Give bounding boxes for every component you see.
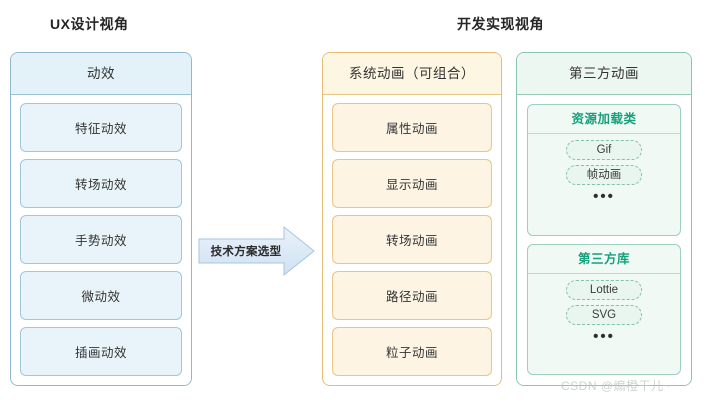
subpanel-third-party-library-body: Lottie SVG ••• (528, 274, 680, 375)
ux-perspective-title: UX设计视角 (50, 16, 129, 32)
pill-gif[interactable]: Gif (566, 140, 642, 160)
pill-frame-animation[interactable]: 帧动画 (566, 165, 642, 185)
panel-ux-motion: 动效 特征动效 转场动效 手势动效 微动效 插画动效 (10, 52, 192, 386)
panel-third-party-animation-header: 第三方动画 (517, 53, 691, 95)
panel-system-animation: 系统动画（可组合） 属性动画 显示动画 转场动画 路径动画 粒子动画 (322, 52, 502, 386)
arrow-label: 技术方案选型 (210, 246, 282, 258)
card-system-item-3[interactable]: 转场动画 (332, 215, 492, 264)
subpanel-resource-loading-title: 资源加载类 (528, 105, 680, 134)
arrow-shape-icon (198, 225, 315, 277)
card-ux-item-1[interactable]: 特征动效 (20, 103, 182, 152)
card-ux-item-3[interactable]: 手势动效 (20, 215, 182, 264)
card-ux-item-4[interactable]: 微动效 (20, 271, 182, 320)
panel-ux-motion-header: 动效 (11, 53, 191, 95)
panel-third-party-animation-body: 资源加载类 Gif 帧动画 ••• 第三方库 Lottie SVG ••• (517, 95, 691, 385)
subpanel-resource-loading: 资源加载类 Gif 帧动画 ••• (527, 104, 681, 236)
pill-lottie[interactable]: Lottie (566, 279, 642, 300)
subpanel-third-party-library-title: 第三方库 (528, 245, 680, 274)
card-system-item-2[interactable]: 显示动画 (332, 159, 492, 208)
subpanel-resource-loading-body: Gif 帧动画 ••• (528, 134, 680, 235)
panel-third-party-animation: 第三方动画 资源加载类 Gif 帧动画 ••• 第三方库 Lottie SVG … (516, 52, 692, 386)
card-ux-item-2[interactable]: 转场动效 (20, 159, 182, 208)
third-party-library-more-icon: ••• (593, 327, 615, 345)
resource-loading-more-icon: ••• (593, 188, 615, 205)
transition-arrow: 技术方案选型 (198, 225, 316, 277)
panel-system-animation-header: 系统动画（可组合） (323, 53, 501, 95)
card-ux-item-5[interactable]: 插画动效 (20, 327, 182, 376)
card-system-item-5[interactable]: 粒子动画 (332, 327, 492, 376)
panel-ux-motion-body: 特征动效 转场动效 手势动效 微动效 插画动效 (11, 95, 191, 385)
pill-svg[interactable]: SVG (566, 304, 642, 325)
panel-system-animation-body: 属性动画 显示动画 转场动画 路径动画 粒子动画 (323, 95, 501, 385)
subpanel-third-party-library: 第三方库 Lottie SVG ••• (527, 243, 681, 375)
dev-perspective-title: 开发实现视角 (457, 16, 544, 32)
card-system-item-1[interactable]: 属性动画 (332, 103, 492, 152)
card-system-item-4[interactable]: 路径动画 (332, 271, 492, 320)
